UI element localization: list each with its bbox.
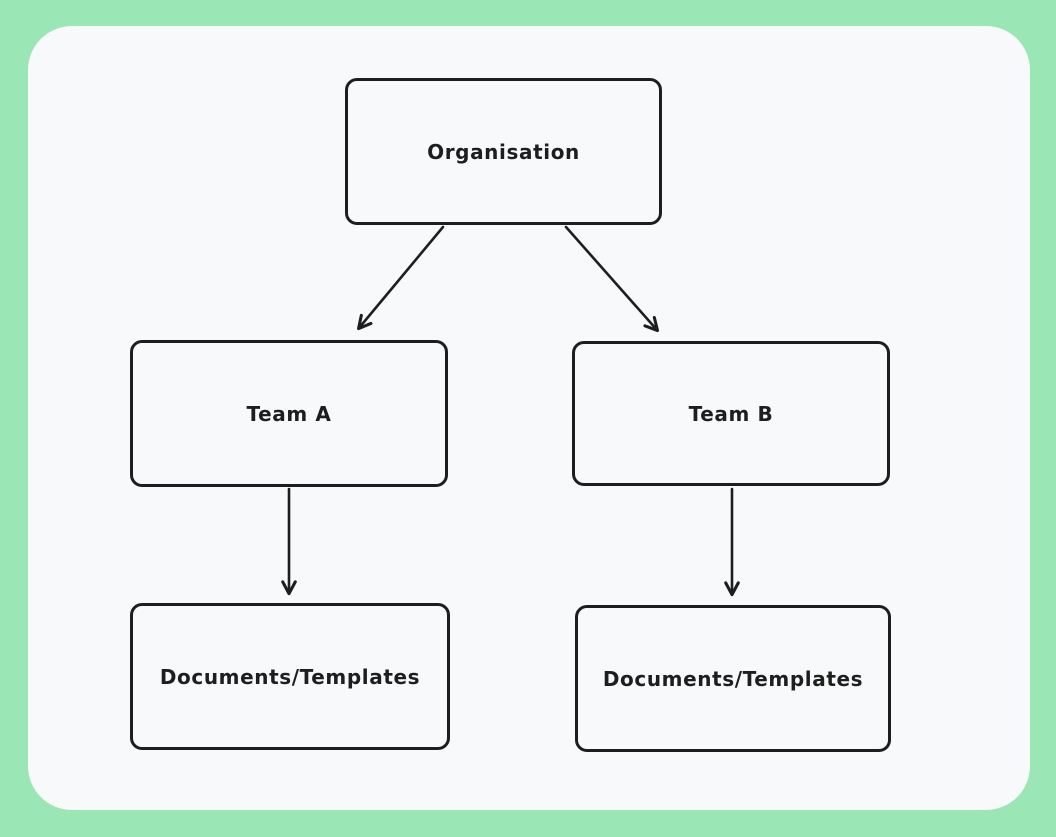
node-team-a[interactable]: Team A — [130, 340, 448, 487]
node-organisation[interactable]: Organisation — [345, 78, 662, 225]
node-team-a-label: Team A — [246, 401, 332, 426]
node-organisation-label: Organisation — [427, 139, 580, 164]
node-documents-templates-b[interactable]: Documents/Templates — [575, 605, 891, 752]
node-documents-templates-a[interactable]: Documents/Templates — [130, 603, 450, 750]
node-team-b[interactable]: Team B — [572, 341, 890, 486]
node-documents-a-label: Documents/Templates — [159, 664, 421, 689]
diagram-panel — [28, 26, 1030, 810]
node-documents-b-label: Documents/Templates — [602, 666, 864, 691]
node-team-b-label: Team B — [688, 401, 774, 426]
